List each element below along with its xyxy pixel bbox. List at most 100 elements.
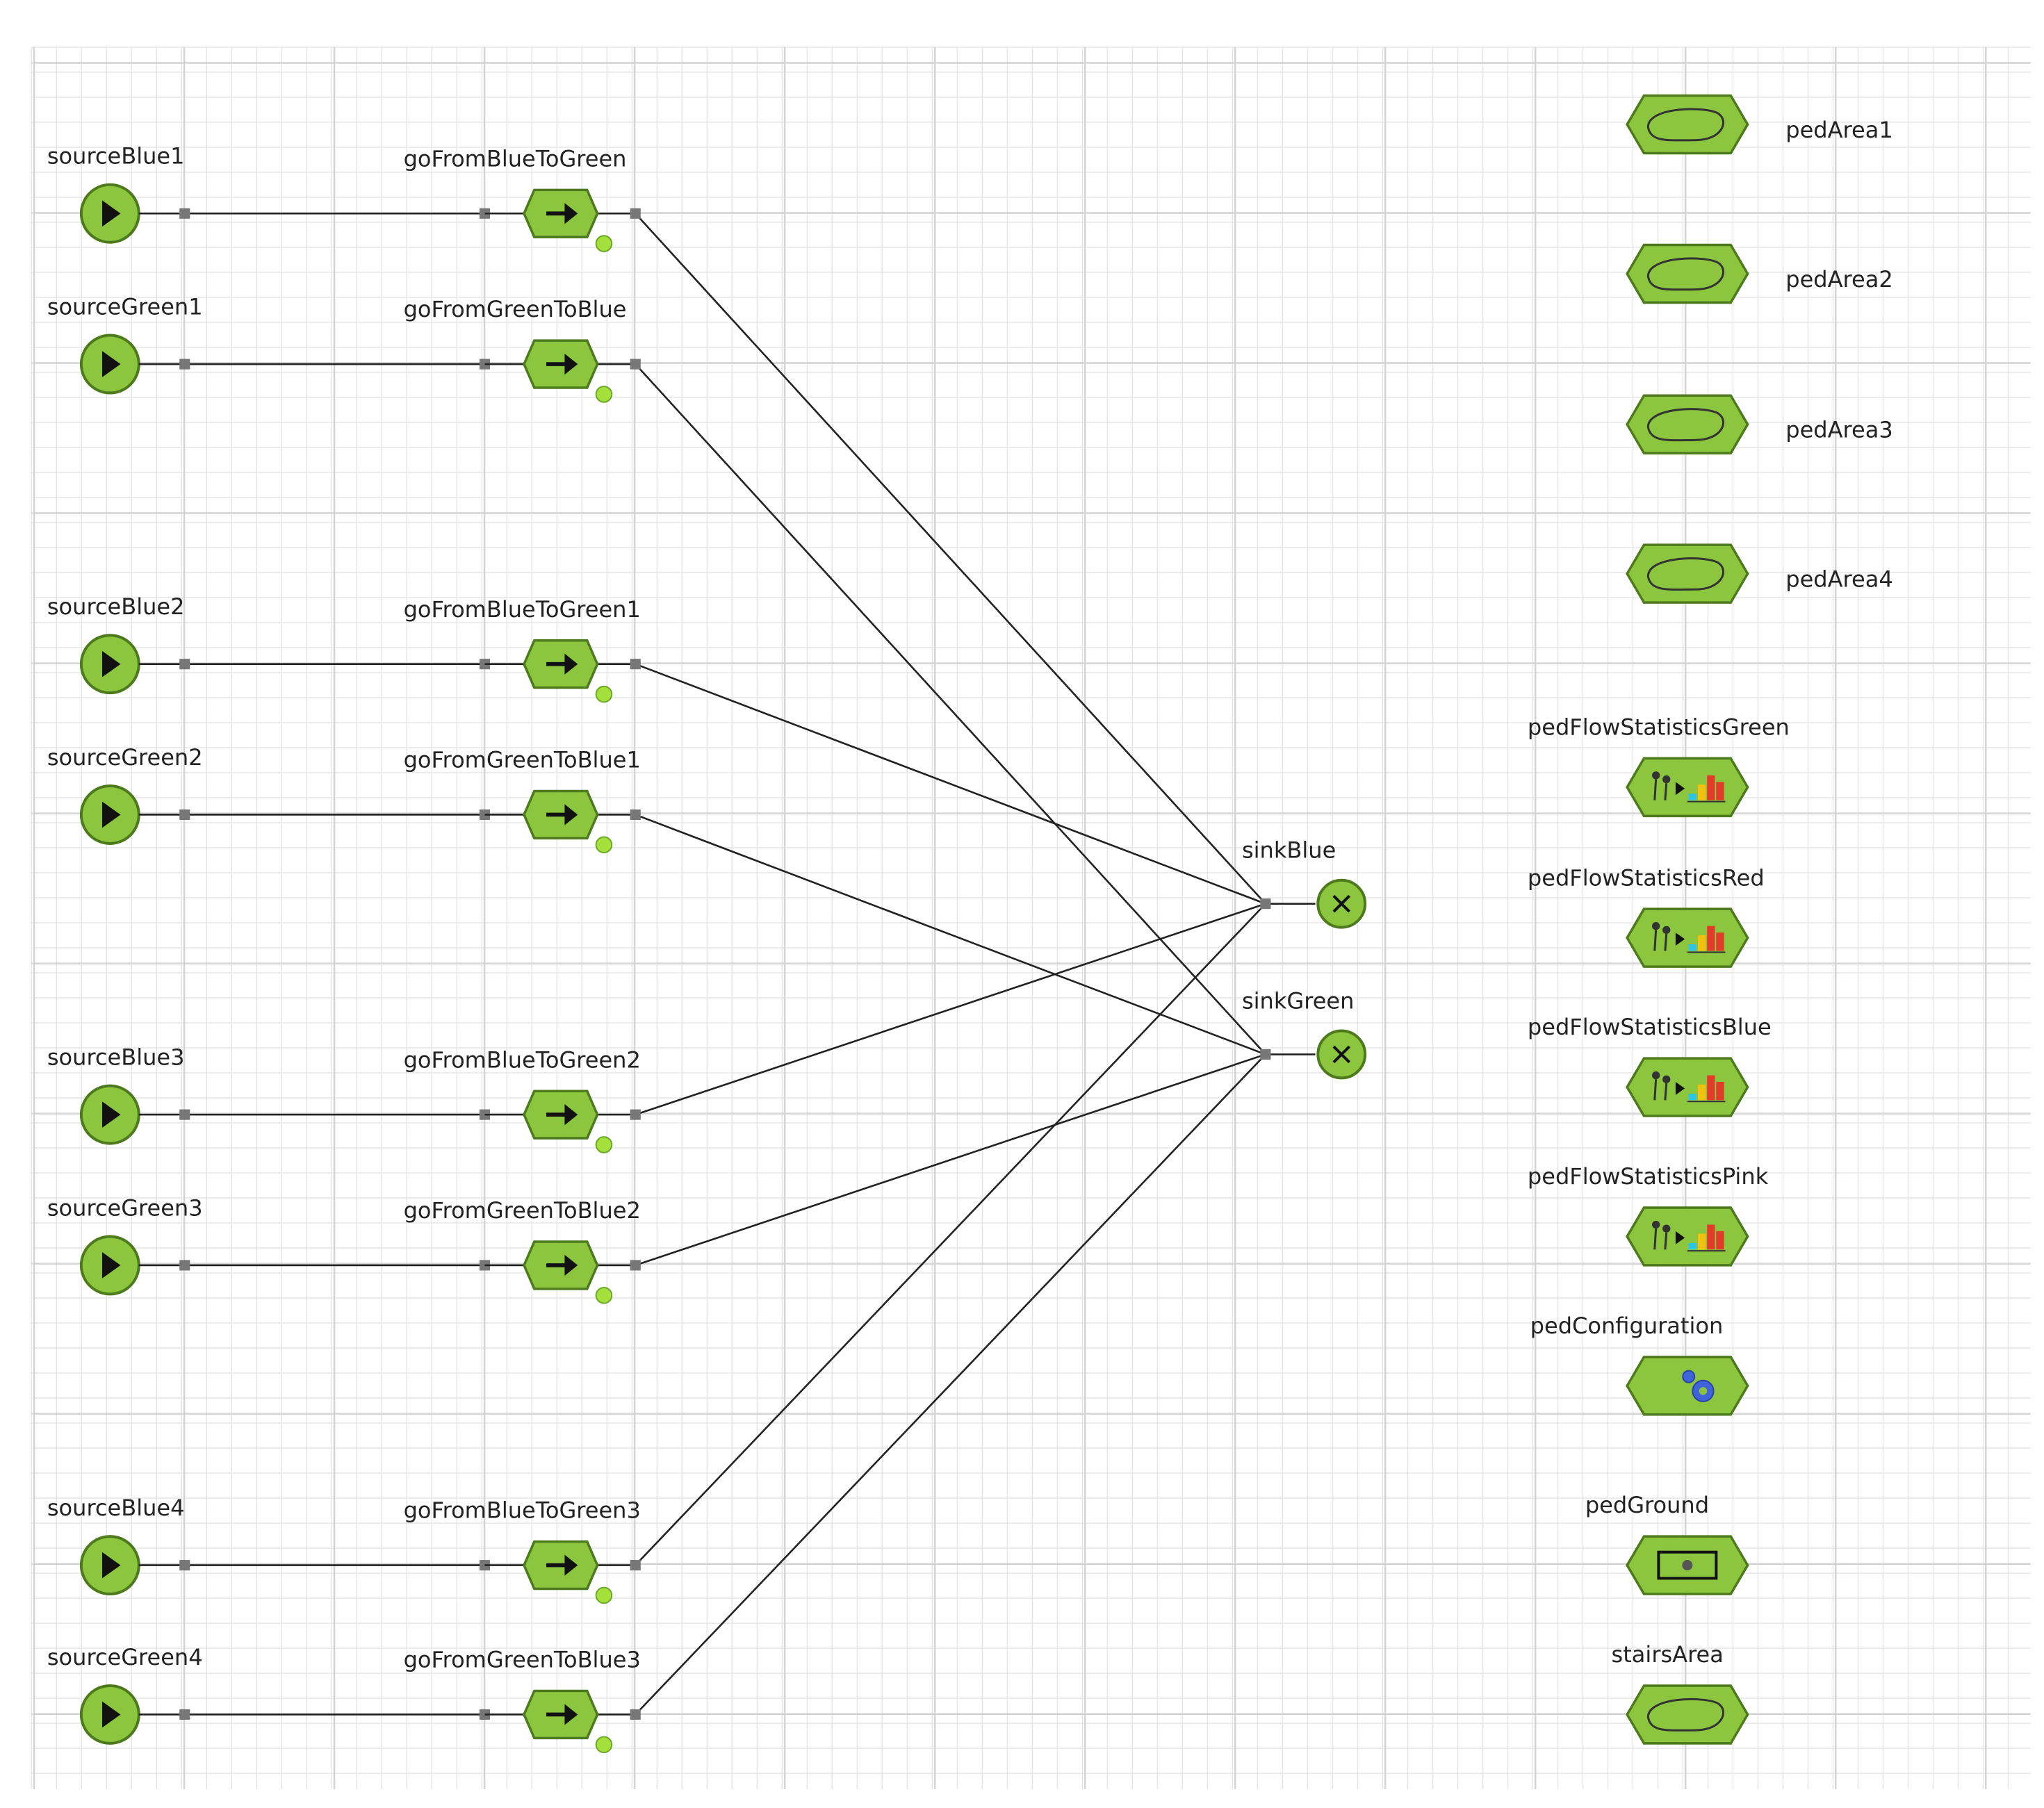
port-dot[interactable] (479, 1260, 490, 1271)
ped-area-hexagon[interactable] (1626, 394, 1749, 454)
port-dot[interactable] (479, 1109, 490, 1120)
port-dot[interactable] (179, 359, 190, 370)
flow-arrow (1675, 1082, 1685, 1095)
go-block-goFromBlueToGreen1[interactable]: goFromBlueToGreen1 (404, 596, 641, 703)
go-block-goFromGreenToBlue3[interactable]: goFromGreenToBlue3 (404, 1647, 641, 1754)
source-block-sourceGreen4[interactable]: sourceGreen4 (47, 1644, 490, 1745)
ped-block-pedGround[interactable]: pedGround (1585, 1492, 1749, 1595)
port-dot[interactable] (179, 659, 190, 670)
ped-block-hexagon[interactable] (1626, 757, 1749, 818)
arrow-head (564, 353, 578, 375)
output-port-dot[interactable] (595, 685, 613, 703)
port-dot[interactable] (179, 1260, 190, 1271)
connector-line[interactable] (635, 663, 1266, 905)
connector-line[interactable] (635, 363, 1266, 1055)
port-dot[interactable] (179, 1109, 190, 1120)
person-body (1653, 779, 1658, 800)
ped-block-hexagon[interactable] (1626, 1057, 1749, 1117)
source-label: sourceGreen4 (47, 1644, 203, 1670)
port-dot[interactable] (479, 208, 490, 219)
source-block-sourceGreen3[interactable]: sourceGreen3 (47, 1194, 490, 1296)
connector-line[interactable] (635, 903, 1266, 1566)
ped-area-hexagon[interactable] (1626, 243, 1749, 304)
ped-block-pedFlowStatisticsRed[interactable]: pedFlowStatisticsRed (1528, 864, 1765, 968)
go-block-goFromBlueToGreen2[interactable]: goFromBlueToGreen2 (404, 1046, 641, 1153)
source-block-sourceBlue2[interactable]: sourceBlue2 (47, 593, 490, 695)
port-dot[interactable] (1260, 1049, 1271, 1060)
go-block-goFromBlueToGreen[interactable]: goFromBlueToGreen (404, 145, 641, 252)
sink-block-sinkGreen[interactable]: sinkGreen (1242, 987, 1367, 1080)
port-dot[interactable] (479, 1560, 490, 1571)
go-block-goFromGreenToBlue[interactable]: goFromGreenToBlue (404, 296, 641, 403)
port-dot[interactable] (179, 1709, 190, 1720)
source-block-sourceBlue1[interactable]: sourceBlue1 (47, 143, 490, 244)
port-dot[interactable] (630, 1260, 641, 1271)
ped-block-stairsArea[interactable]: stairsArea (1612, 1641, 1749, 1745)
ped-area-block-pedArea2[interactable]: pedArea2 (1626, 243, 1893, 304)
source-block-sourceBlue4[interactable]: sourceBlue4 (47, 1495, 490, 1596)
ped-area-hexagon[interactable] (1626, 543, 1749, 604)
arrow-head (564, 804, 578, 825)
ped-area-hexagon[interactable] (1626, 94, 1749, 155)
go-block-goFromGreenToBlue2[interactable]: goFromGreenToBlue2 (404, 1197, 641, 1304)
port-dot[interactable] (479, 809, 490, 821)
port-dot[interactable] (179, 1560, 190, 1571)
flow-statistics-icon (1651, 771, 1726, 803)
ped-block-hexagon[interactable] (1626, 1684, 1749, 1745)
port-dot[interactable] (479, 659, 490, 670)
ped-block-pedFlowStatisticsBlue[interactable]: pedFlowStatisticsBlue (1528, 1014, 1772, 1117)
area-outline (1646, 408, 1725, 442)
connector-line[interactable] (635, 213, 1266, 905)
output-port-dot[interactable] (595, 1286, 613, 1304)
port-dot[interactable] (630, 359, 641, 370)
go-block-goFromGreenToBlue1[interactable]: goFromGreenToBlue1 (404, 747, 641, 854)
port-dot[interactable] (479, 359, 490, 370)
port-dot[interactable] (630, 1109, 641, 1120)
ped-area-block-pedArea4[interactable]: pedArea4 (1626, 543, 1893, 604)
connector-line[interactable] (635, 1053, 1266, 1716)
port-dot[interactable] (630, 809, 641, 821)
output-port-dot[interactable] (595, 836, 613, 854)
person-head (1662, 775, 1671, 784)
source-block-sourceGreen2[interactable]: sourceGreen2 (47, 744, 490, 845)
port-dot[interactable] (630, 1709, 641, 1720)
ped-block-pedFlowStatisticsGreen[interactable]: pedFlowStatisticsGreen (1528, 714, 1790, 818)
ped-area-block-pedArea1[interactable]: pedArea1 (1626, 94, 1893, 155)
output-port-dot[interactable] (595, 1586, 613, 1604)
ped-block-pedFlowStatisticsPink[interactable]: pedFlowStatisticsPink (1528, 1163, 1769, 1267)
ped-block-pedConfiguration[interactable]: pedConfiguration (1530, 1313, 1749, 1416)
connector-line[interactable] (635, 903, 1266, 1116)
port-dot[interactable] (179, 208, 190, 219)
port-dot[interactable] (179, 809, 190, 821)
stat-bar (1707, 926, 1715, 951)
source-block-sourceBlue3[interactable]: sourceBlue3 (47, 1044, 490, 1145)
sink-block-sinkBlue[interactable]: sinkBlue (1242, 837, 1367, 929)
port-dot[interactable] (1260, 898, 1271, 910)
ped-block-hexagon[interactable] (1626, 1206, 1749, 1267)
output-port-dot[interactable] (595, 386, 613, 403)
ped-block-hexagon[interactable] (1626, 907, 1749, 968)
source-block-sourceGreen1[interactable]: sourceGreen1 (47, 293, 490, 395)
port-dot[interactable] (630, 208, 641, 219)
stat-bar (1716, 782, 1724, 800)
ped-block-hexagon[interactable] (1626, 1356, 1749, 1416)
area-polygon-icon (1646, 557, 1725, 591)
output-port-dot[interactable] (595, 1136, 613, 1153)
connector-line[interactable] (635, 1053, 1266, 1267)
arrow-right-icon (546, 1554, 578, 1576)
source-label: sourceBlue1 (47, 143, 185, 170)
port-dot[interactable] (479, 1709, 490, 1720)
ped-area-block-pedArea3[interactable]: pedArea3 (1626, 394, 1893, 454)
output-port-dot[interactable] (595, 1736, 613, 1754)
port-dot[interactable] (630, 1560, 641, 1571)
close-x-icon (1332, 894, 1350, 913)
x-stroke (1332, 1045, 1350, 1064)
source-label: sourceGreen1 (47, 293, 203, 320)
port-dot[interactable] (630, 659, 641, 670)
person-head (1662, 1075, 1671, 1083)
person-head (1651, 922, 1660, 930)
go-block-goFromBlueToGreen3[interactable]: goFromBlueToGreen3 (404, 1497, 641, 1604)
output-port-dot[interactable] (595, 235, 613, 252)
arrow-head (564, 1704, 578, 1725)
